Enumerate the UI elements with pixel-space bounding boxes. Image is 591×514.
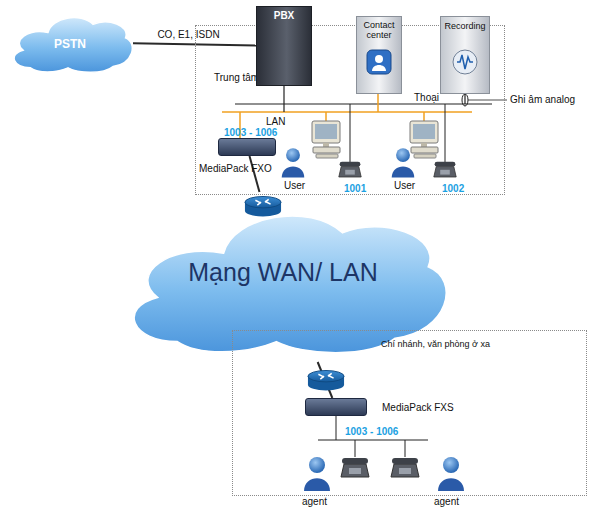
- bus-label: LAN: [266, 116, 285, 128]
- pbx-server: PBX: [256, 6, 312, 86]
- user-icon: [282, 148, 305, 177]
- phone-drop: [445, 104, 446, 162]
- tap-symbol: [462, 94, 468, 106]
- cloud-node: Mạng WAN/ LAN: [118, 192, 448, 362]
- branch-wire: [405, 440, 406, 457]
- site-box: Trung tâmPBXContact centerRecordingMedia…: [195, 25, 505, 195]
- voice-bus: [235, 103, 492, 104]
- link-line: [318, 362, 333, 398]
- user-label: User: [394, 180, 415, 192]
- server-box: Contact center: [356, 16, 402, 94]
- cloud-node: PSTN: [8, 8, 133, 76]
- extension-range: 1003 - 1006: [224, 127, 277, 139]
- node-label: Contact center: [357, 20, 401, 41]
- extension-number: 1001: [344, 183, 366, 195]
- contact-icon: [367, 50, 391, 74]
- node-label: PBX: [257, 10, 311, 22]
- agent-icon: [438, 457, 464, 491]
- site-box: Chí nhánh, văn phòng ở xa MediaPack FXS: [232, 330, 587, 496]
- phone-drop: [350, 104, 351, 162]
- phone-icon: [339, 162, 361, 177]
- link-label: CO, E1, ISDN: [157, 29, 219, 41]
- bus-label: Thoại: [414, 92, 439, 104]
- user-label: User: [284, 180, 305, 192]
- note-label: Ghi âm analog: [510, 94, 575, 106]
- node-label: MediaPack FXS: [382, 402, 472, 414]
- cloud-shape: [134, 216, 446, 353]
- node-label: Recording: [441, 21, 489, 31]
- extension-range: 1003 - 1006: [345, 426, 398, 438]
- recording-drop: [464, 94, 465, 104]
- extension-number: 1002: [442, 183, 464, 195]
- node-label: MediaPack FXO: [199, 163, 291, 175]
- agent-label: agent: [302, 496, 327, 508]
- router-icon: [308, 371, 344, 391]
- agent-icon: [304, 457, 330, 491]
- leader-line: [468, 100, 507, 101]
- recording-icon: [453, 50, 477, 74]
- branch-wire: [318, 440, 428, 441]
- phone-icon: [341, 458, 369, 477]
- computer-icon: [312, 121, 340, 158]
- contact-icon: [375, 55, 383, 63]
- branch-wire: [355, 440, 356, 457]
- phone-icon: [434, 162, 456, 177]
- cloud-shape: [14, 18, 132, 73]
- contact-drop: [377, 94, 379, 112]
- recording-icon: [457, 55, 473, 69]
- lan-bus: [222, 111, 472, 113]
- router-icon: [245, 197, 281, 217]
- computer-icon: [410, 121, 438, 158]
- node-label: Mạng WAN/ LAN: [163, 258, 403, 287]
- agent-label: agent: [434, 496, 459, 508]
- phone-icon: [391, 458, 419, 477]
- pbx-drop: [283, 86, 284, 112]
- contact-icon: [372, 65, 386, 71]
- gateway-device: MediaPack FXO: [218, 138, 276, 156]
- node-label: PSTN: [40, 38, 100, 52]
- branch-wire: [336, 416, 337, 440]
- node-label: Chí nhánh, văn phòng ở xa: [381, 339, 511, 349]
- gateway-device: MediaPack FXS: [305, 398, 367, 416]
- server-box: Recording: [440, 16, 490, 94]
